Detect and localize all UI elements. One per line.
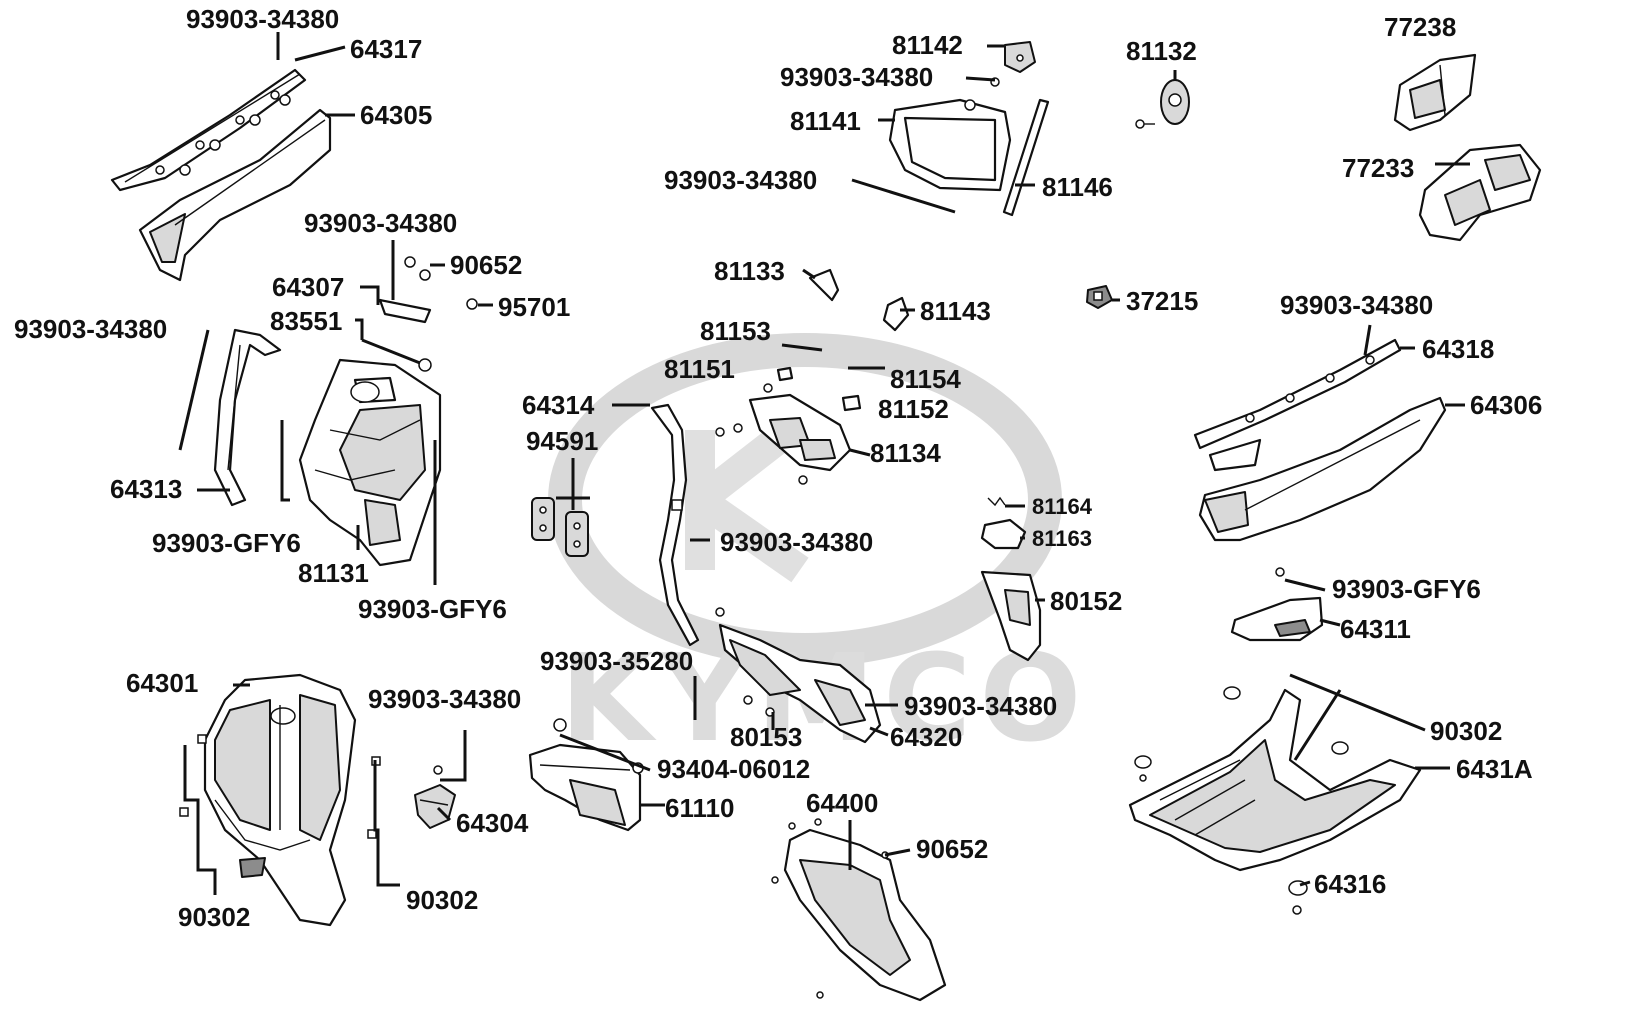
label-64313: 64313 <box>110 474 182 504</box>
part-64400-bottom-cover <box>771 818 947 1002</box>
part-77238-unit <box>1393 53 1477 132</box>
label-81164: 81164 <box>1032 494 1093 519</box>
label-81134: 81134 <box>870 438 941 468</box>
label-93903-GFY6-center-left: 93903-GFY6 <box>358 594 507 624</box>
part-64317-strip <box>110 68 307 192</box>
part-94591-clips <box>531 497 589 557</box>
part-64305-side-cover <box>138 94 332 282</box>
label-93903-34380-right: 93903-34380 <box>1280 290 1433 320</box>
label-64307: 64307 <box>272 272 344 302</box>
part-83551-hook <box>361 338 432 372</box>
part-81151-81154-group <box>763 343 885 412</box>
label-81152: 81152 <box>878 394 949 424</box>
label-93404-06012: 93404-06012 <box>657 754 810 784</box>
label-64305: 64305 <box>360 100 432 130</box>
label-93903-34380-bottom-center: 93903-34380 <box>904 691 1057 721</box>
label-90302-right: 90302 <box>1430 716 1502 746</box>
label-93903-34380-top-left: 93903-34380 <box>186 4 339 34</box>
label-93903-34380-mid-center: 93903-34380 <box>664 165 817 195</box>
part-labels: 93903-34380 64317 64305 93903-34380 9065… <box>14 4 1542 932</box>
label-64318: 64318 <box>1422 334 1494 364</box>
label-81154: 81154 <box>890 364 961 394</box>
part-81134-bracket <box>715 393 852 485</box>
part-81143-bracket <box>882 296 910 332</box>
part-64320-undercover <box>715 607 882 744</box>
label-81151: 81151 <box>664 354 735 384</box>
label-64314: 64314 <box>522 390 595 420</box>
label-95701: 95701 <box>498 292 570 322</box>
part-64301-front-cover <box>179 673 381 927</box>
part-37215-clip <box>1086 285 1113 309</box>
label-81146: 81146 <box>1042 172 1113 202</box>
label-93903-34380-upper-left: 93903-34380 <box>304 208 457 238</box>
label-81133: 81133 <box>714 256 785 286</box>
label-93903-34380-left: 93903-34380 <box>14 314 167 344</box>
label-81132: 81132 <box>1126 36 1197 66</box>
part-6431A-floorboard <box>1128 686 1422 915</box>
label-64316: 64316 <box>1314 869 1386 899</box>
label-64301: 64301 <box>126 668 198 698</box>
watermark-logo-ring <box>548 333 1062 667</box>
label-80152: 80152 <box>1050 586 1122 616</box>
label-94591: 94591 <box>526 426 598 456</box>
part-81133-bracket <box>808 268 840 302</box>
label-6431A: 6431A <box>1456 754 1533 784</box>
label-64317: 64317 <box>350 34 422 64</box>
label-64304: 64304 <box>456 808 529 838</box>
label-90652-bottom: 90652 <box>916 834 988 864</box>
leader-lines <box>178 32 1470 895</box>
label-64400: 64400 <box>806 788 878 818</box>
part-80152-lid <box>980 570 1042 662</box>
label-90652-upper: 90652 <box>450 250 522 280</box>
label-81141: 81141 <box>790 106 861 136</box>
label-93903-34380-center: 93903-34380 <box>720 527 873 557</box>
part-64306-side-cover <box>1198 396 1447 542</box>
part-81163-latch <box>980 518 1027 550</box>
part-81142-plate <box>1004 41 1036 73</box>
label-81163: 81163 <box>1032 526 1092 551</box>
part-64314-strip <box>650 403 700 647</box>
label-80153: 80153 <box>730 722 802 752</box>
part-77233-unit <box>1418 143 1542 242</box>
label-77238: 77238 <box>1384 12 1456 42</box>
part-81132-cap <box>1135 79 1190 129</box>
label-90302-bottom-left: 90302 <box>178 902 250 932</box>
label-90302-bottom-center-left: 90302 <box>406 885 478 915</box>
part-61110-lower-cover <box>528 718 644 832</box>
label-64306: 64306 <box>1470 390 1542 420</box>
label-64311: 64311 <box>1340 614 1411 644</box>
label-93903-GFY6-left: 93903-GFY6 <box>152 528 301 558</box>
label-64320: 64320 <box>890 722 962 752</box>
label-93903-34380-top-center: 93903-34380 <box>780 62 933 92</box>
part-64318-strip <box>1193 338 1402 472</box>
label-61110: 61110 <box>665 793 734 823</box>
label-93903-GFY6-right: 93903-GFY6 <box>1332 574 1481 604</box>
part-81131-inner-cover <box>298 358 442 567</box>
label-77233: 77233 <box>1342 153 1414 183</box>
label-81153: 81153 <box>700 316 771 346</box>
part-64313-trim <box>213 328 282 507</box>
label-83551: 83551 <box>270 306 342 336</box>
label-81143: 81143 <box>920 296 991 326</box>
part-64311-panel <box>1230 567 1324 642</box>
label-81142: 81142 <box>892 30 963 60</box>
part-81141-panel <box>888 77 1012 192</box>
part-81164-spring <box>987 496 1006 507</box>
label-93903-35280: 93903-35280 <box>540 646 693 676</box>
label-81131: 81131 <box>298 558 369 588</box>
label-37215: 37215 <box>1126 286 1198 316</box>
part-64307-bracket <box>378 256 478 324</box>
label-93903-34380-lower-left: 93903-34380 <box>368 684 521 714</box>
